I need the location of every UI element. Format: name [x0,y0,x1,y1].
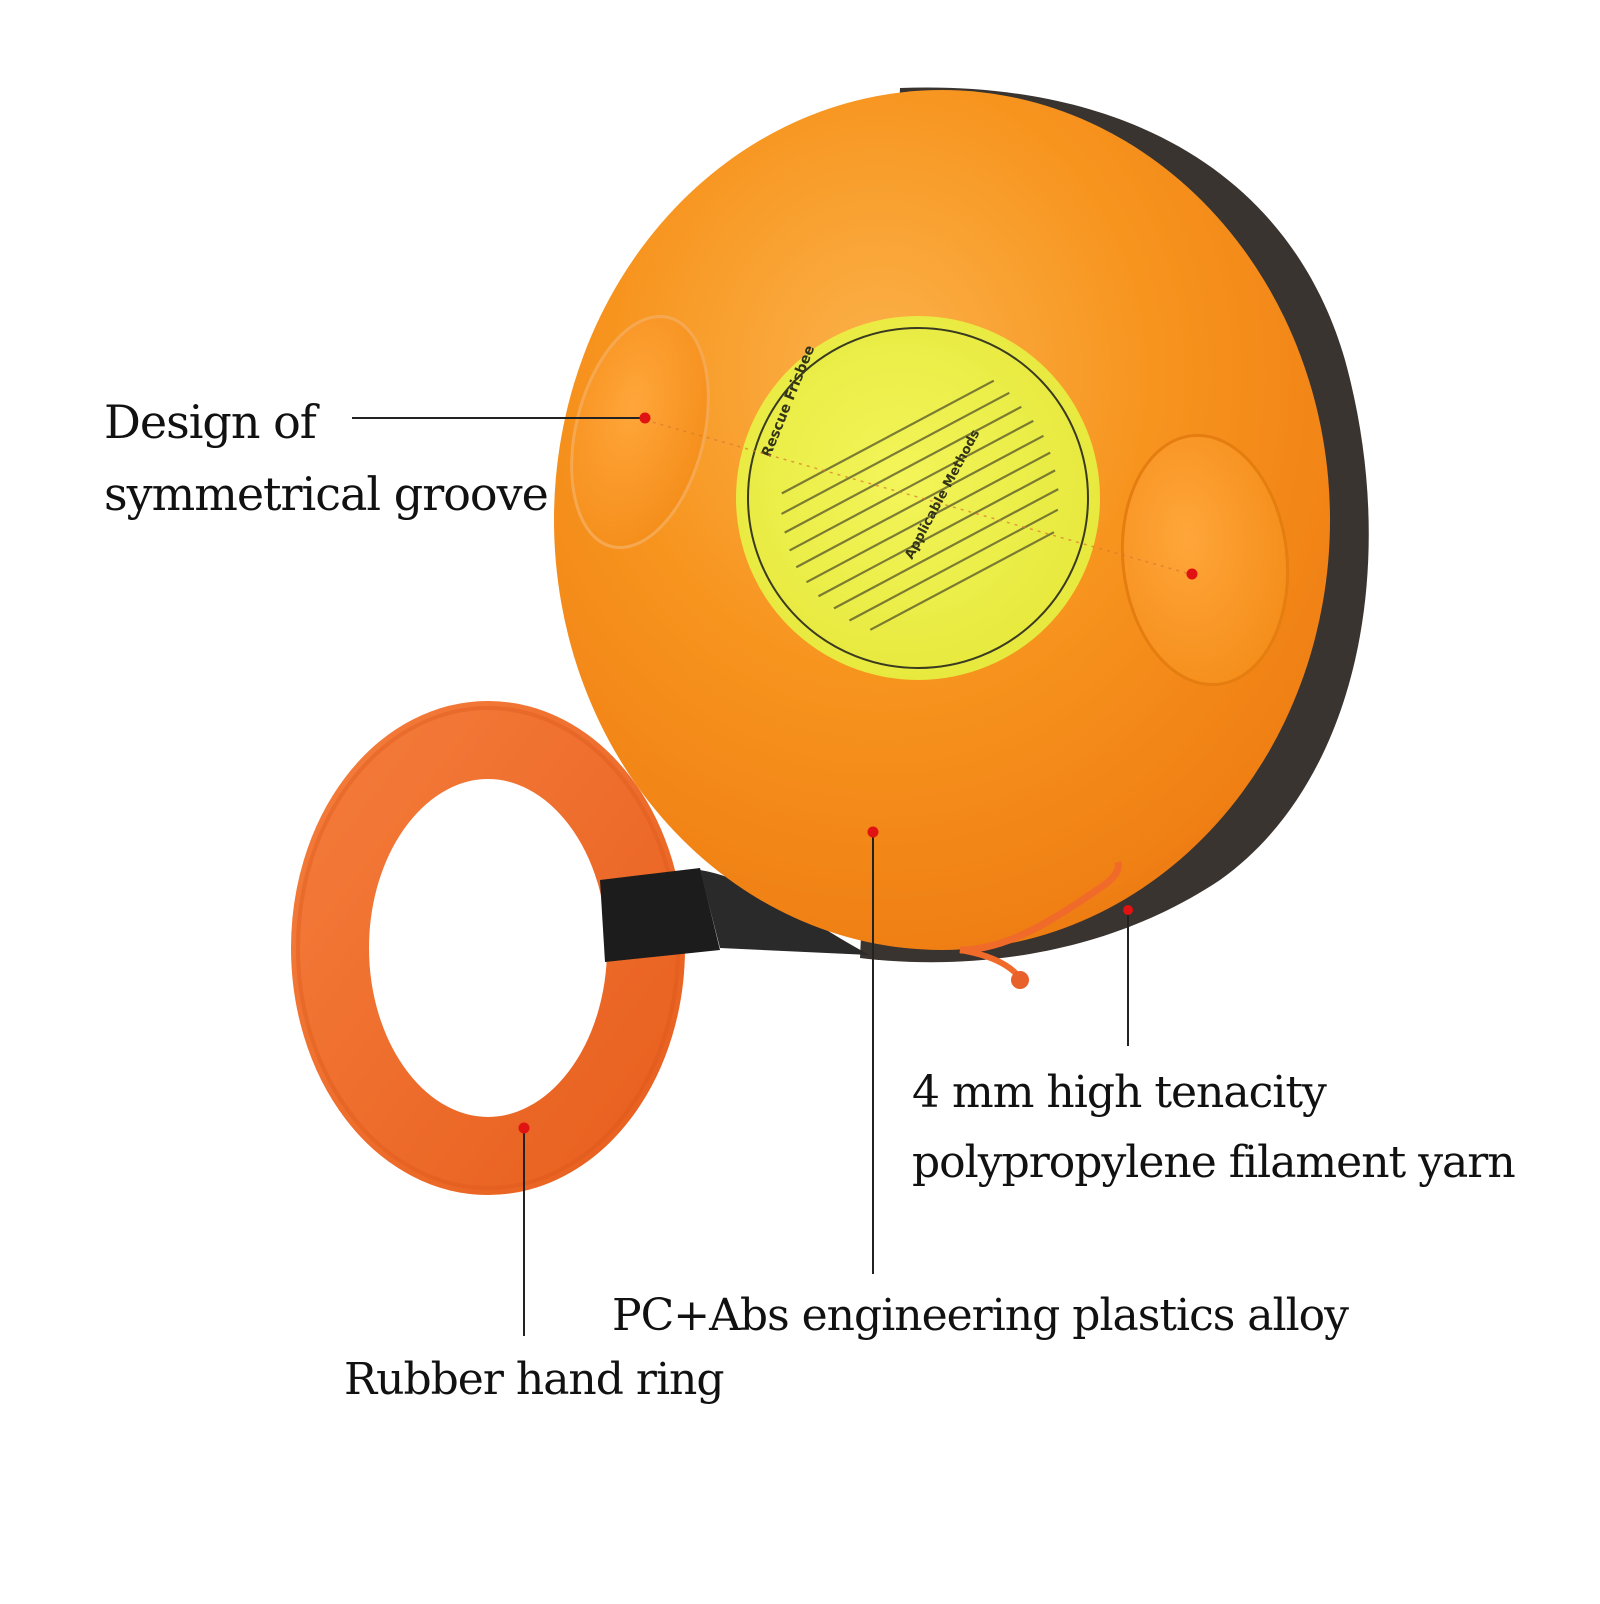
callout-shell-line1: PC+Abs engineering plastics alloy [612,1290,1349,1341]
callout-groove-line2: symmetrical groove [104,467,549,521]
callout-yarn-line2: polypropylene filament yarn [912,1137,1516,1188]
callout-ring-line1: Rubber hand ring [344,1354,725,1405]
callout-groove: Design of symmetrical groove [104,386,549,530]
rope [959,861,1122,954]
callout-yarn: 4 mm high tenacity polypropylene filamen… [912,1058,1516,1198]
callout-ring: Rubber hand ring [344,1350,725,1410]
instruction-sticker [736,316,1100,680]
marker-shell [867,826,879,838]
groove-right [1120,433,1290,687]
callout-yarn-line1: 4 mm high tenacity [912,1067,1327,1118]
marker-ring [518,1122,530,1134]
callout-groove-line1: Design of [104,395,317,449]
marker-groove-right [1186,568,1198,580]
rubber-hand-ring [291,701,685,1195]
velcro-strap [600,868,720,962]
callout-shell: PC+Abs engineering plastics alloy [612,1286,1349,1346]
marker-groove-left [639,412,651,424]
marker-yarn [1123,905,1133,915]
sticker-text-lines [780,379,1059,631]
groove-left [570,314,710,550]
